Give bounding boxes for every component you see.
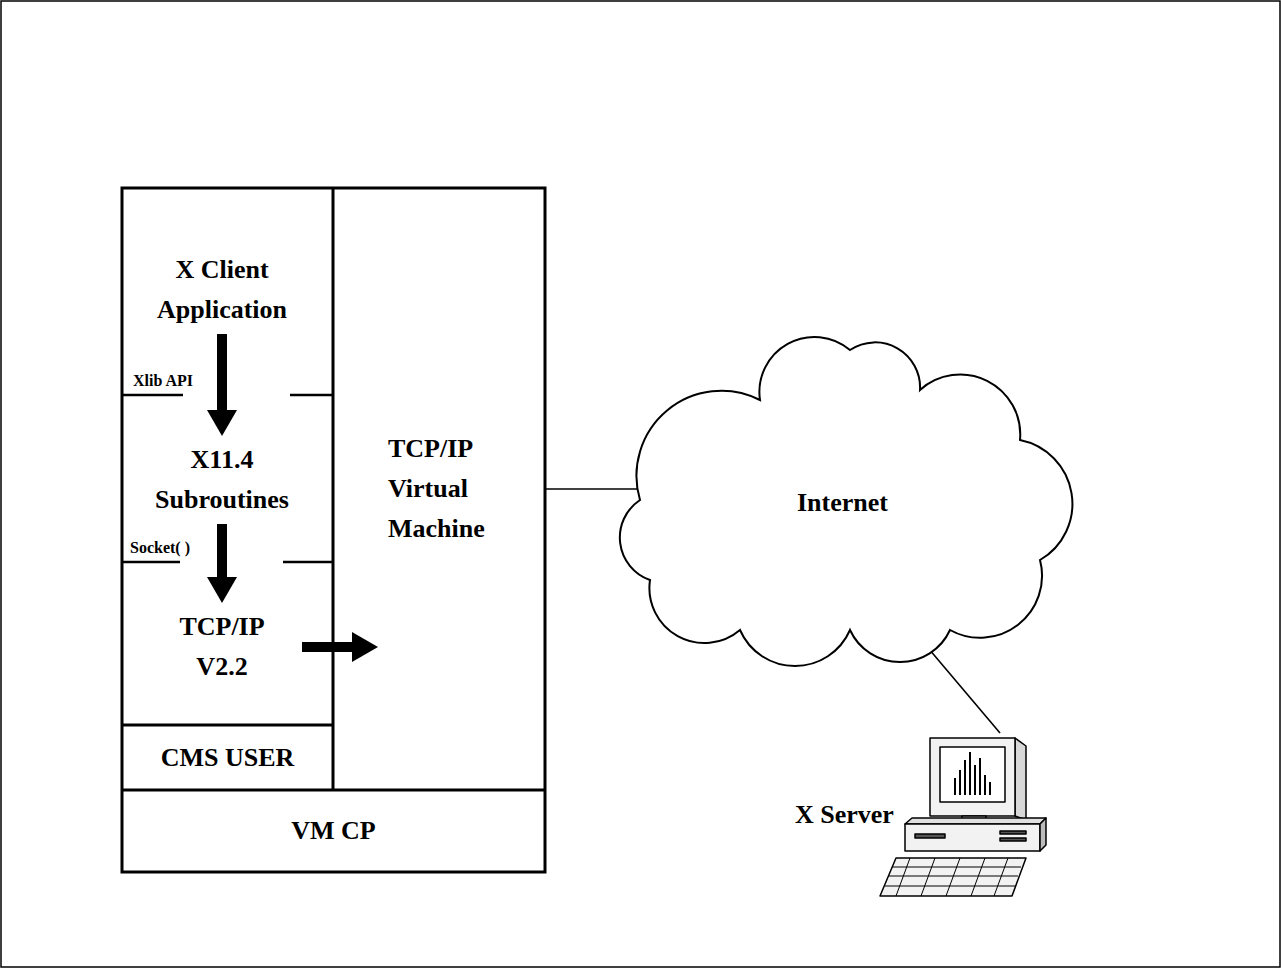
- subroutine-box: X11.4 Subroutines: [142, 436, 302, 524]
- internet-cloud: Internet: [620, 330, 1065, 675]
- node-label: TCP/IP Virtual Machine: [388, 429, 508, 549]
- node-label: CMS USER: [161, 738, 295, 778]
- x-server-node: X Server: [790, 733, 1040, 903]
- layer-separators: [122, 395, 333, 562]
- node-label: VM CP: [291, 811, 375, 851]
- tcpip-stack-box: TCP/IP V2.2: [142, 603, 302, 691]
- computer-icon: [880, 738, 1046, 896]
- network-link: [932, 652, 1001, 733]
- application-box: X Client Application: [142, 246, 302, 334]
- vm-partition-lines: [122, 188, 545, 872]
- interface-label: Socket( ): [130, 539, 190, 557]
- flow-arrow: [217, 334, 227, 410]
- network-link: [545, 488, 638, 490]
- interface-label: Xlib API: [133, 372, 193, 390]
- cms-user-box: CMS USER: [124, 727, 331, 788]
- vm-cp-box: VM CP: [124, 792, 543, 870]
- node-label: X Client Application: [147, 250, 297, 330]
- node-label: TCP/IP V2.2: [165, 607, 280, 687]
- flow-arrow: [302, 642, 352, 652]
- tcpip-vm-box: TCP/IP Virtual Machine: [378, 190, 545, 788]
- cloud-shape: [620, 337, 1073, 666]
- node-label: X11.4 Subroutines: [147, 440, 297, 520]
- flow-arrow: [217, 524, 227, 577]
- node-label: Internet: [797, 483, 888, 523]
- node-label: X Server: [795, 795, 894, 835]
